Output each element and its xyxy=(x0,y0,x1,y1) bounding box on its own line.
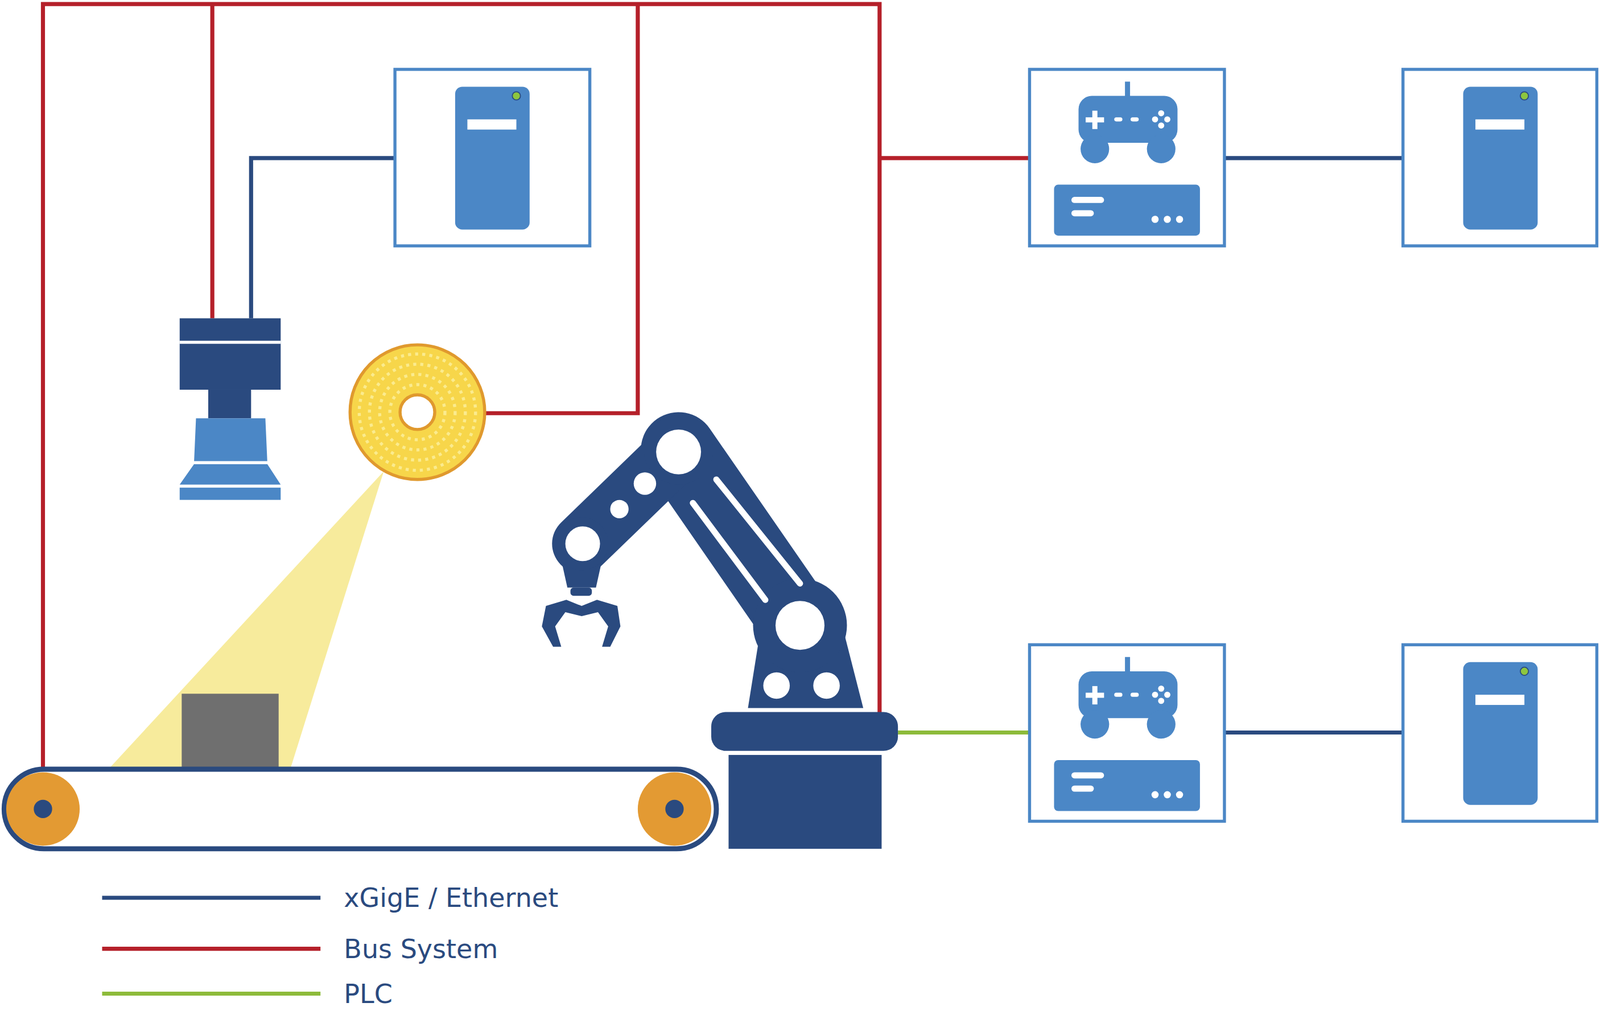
robot-arm xyxy=(541,415,898,849)
legend-sample xyxy=(101,897,321,995)
device-frame xyxy=(394,69,1597,822)
robot-arm xyxy=(763,672,790,700)
robot-arm xyxy=(644,415,714,485)
camera xyxy=(208,389,251,419)
bus-wire xyxy=(42,3,880,767)
robot-arm xyxy=(693,502,766,600)
controller-icon xyxy=(1053,81,1200,236)
camera xyxy=(194,460,268,464)
controller-icon xyxy=(1053,657,1200,812)
legend-label: PLC xyxy=(343,980,393,1008)
robot-arm xyxy=(541,599,621,647)
device-frame xyxy=(1029,644,1224,822)
device-frame xyxy=(1403,69,1598,246)
robot-arm xyxy=(609,500,629,519)
conveyor xyxy=(665,800,684,819)
legend-sample xyxy=(101,946,321,951)
ring-light xyxy=(369,364,466,461)
device-frame xyxy=(394,69,590,246)
camera xyxy=(179,318,282,390)
computer-icon xyxy=(455,86,530,230)
conveyor xyxy=(6,772,80,846)
ethernet-wire xyxy=(1224,155,1404,160)
device-frame xyxy=(1403,644,1598,822)
robot-arm xyxy=(570,587,593,596)
robot-arm xyxy=(775,600,825,650)
device-frame xyxy=(1029,69,1224,246)
legend-label: xGigE / Ethernet xyxy=(343,884,559,911)
ring-light xyxy=(379,374,456,451)
ring-light xyxy=(389,384,445,440)
camera xyxy=(179,340,282,344)
robot-arm xyxy=(711,712,898,752)
robot-arm xyxy=(656,429,701,475)
light-cone xyxy=(110,471,385,767)
workpiece xyxy=(181,693,279,767)
conveyor xyxy=(3,769,717,849)
robot-arm xyxy=(753,578,848,673)
camera xyxy=(179,318,282,500)
computer-icon xyxy=(1463,662,1538,806)
ring-light xyxy=(400,394,435,430)
robot-arm xyxy=(555,517,609,571)
ethernet-wire xyxy=(1224,730,1404,735)
bus-wire xyxy=(42,3,1030,767)
legend-sample xyxy=(101,895,321,900)
conveyor xyxy=(33,800,52,819)
ring-light xyxy=(349,344,485,480)
camera xyxy=(179,418,282,485)
legend-sample xyxy=(101,991,321,996)
camera xyxy=(179,487,282,501)
bus-wire xyxy=(210,3,215,319)
robot-arm xyxy=(728,755,882,849)
robot-arm xyxy=(633,472,657,495)
bus-wire xyxy=(879,155,1030,160)
ring-light xyxy=(359,353,476,470)
robot-arm xyxy=(813,672,840,700)
robot-arm xyxy=(716,479,800,584)
ring-light xyxy=(349,344,485,480)
plc-wire xyxy=(897,730,1030,735)
robot-arm xyxy=(565,526,601,562)
ethernet-wire xyxy=(250,158,395,319)
computer-icon xyxy=(1463,86,1538,230)
legend-label: Bus System xyxy=(343,935,498,963)
conveyor xyxy=(637,772,712,846)
conveyor xyxy=(3,769,717,849)
